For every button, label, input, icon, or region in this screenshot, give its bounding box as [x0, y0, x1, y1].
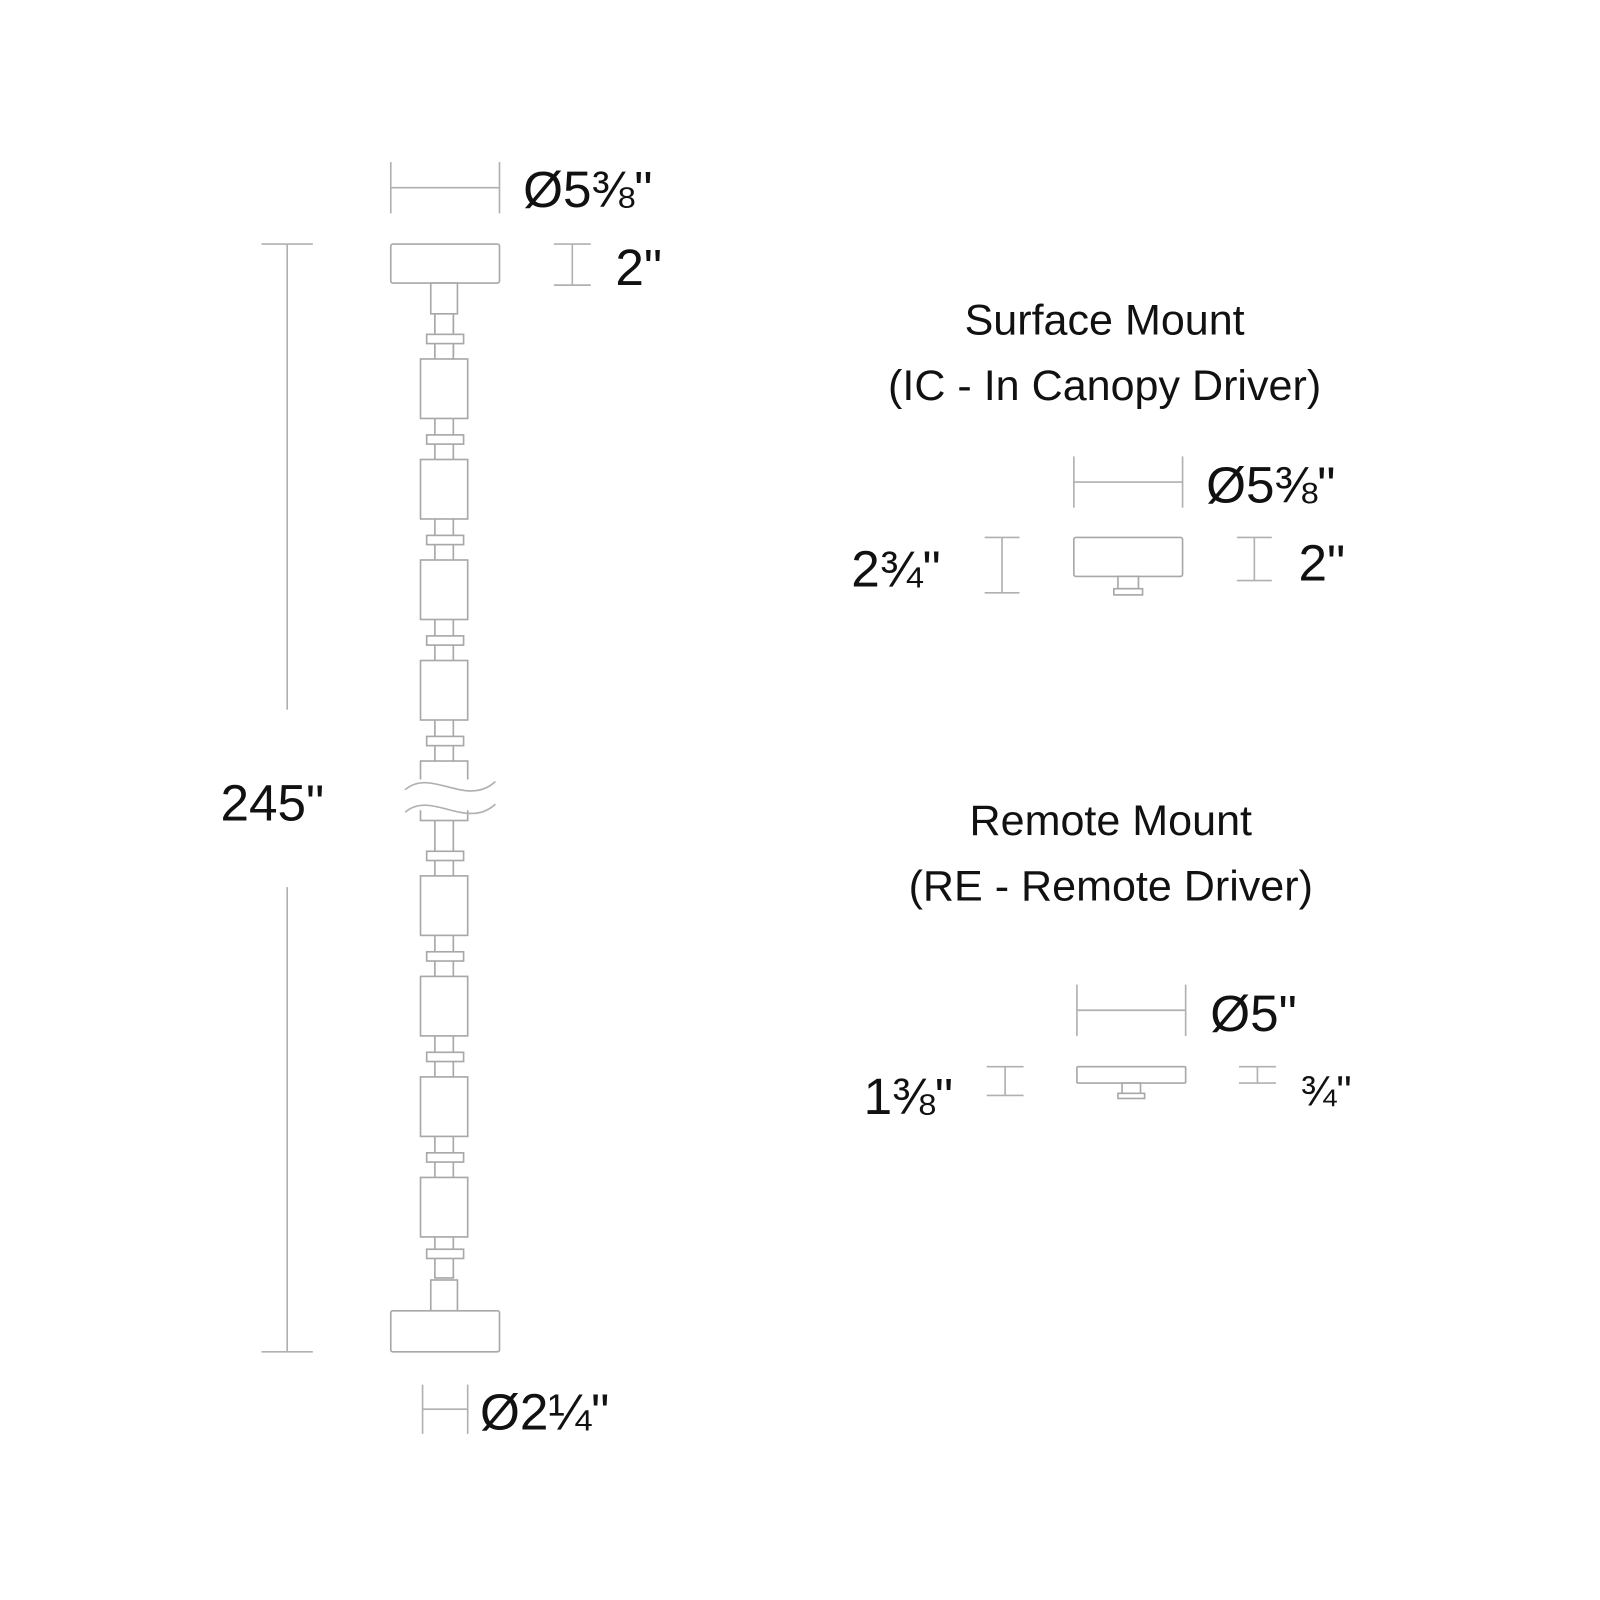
- stem-ring: [425, 434, 465, 445]
- stem-ring: [425, 850, 465, 862]
- remote-mount-section: Remote Mount (RE - Remote Driver) Ø5" 1⅜…: [864, 797, 1352, 1125]
- stem-ring: [425, 735, 465, 747]
- stem-segment: [419, 559, 469, 621]
- surface-mount-diameter: Ø5⅜": [1206, 457, 1335, 514]
- overall-length-label: 245": [221, 775, 325, 832]
- stem-segment: [419, 458, 469, 520]
- stem-ring: [425, 950, 465, 962]
- remote-mount-canopy-height: ¾": [1301, 1068, 1352, 1116]
- surface-mount-overall-height: 2¾": [851, 541, 940, 598]
- pendant-canopy-height: 2": [615, 239, 662, 296]
- stem-ring: [425, 1051, 465, 1063]
- stem-bottom-connector: [429, 1279, 459, 1312]
- remote-mount-diameter: Ø5": [1210, 985, 1297, 1042]
- stem-connector: [429, 282, 459, 315]
- pendant-fixture-drawing: Ø5⅜" 2" 245" Ø2¼": [221, 161, 663, 1441]
- surface-mount-subtitle: (IC - In Canopy Driver): [888, 362, 1321, 410]
- stem-segment: [419, 875, 469, 937]
- break-line: [404, 780, 496, 792]
- stem-ring: [425, 534, 465, 546]
- surface-mount-title: Surface Mount: [965, 296, 1245, 344]
- remote-mount-overall-height: 1⅜": [864, 1068, 953, 1125]
- remote-mount-subtitle: (RE - Remote Driver): [909, 863, 1313, 911]
- stem-segment: [419, 358, 469, 420]
- stem-ring: [425, 1248, 465, 1260]
- stem-ring: [425, 635, 465, 646]
- break-line: [404, 803, 496, 815]
- pendant-canopy-diameter: Ø5⅜": [523, 161, 652, 218]
- pendant-base-diameter: Ø2¼": [480, 1384, 609, 1441]
- surface-mount-canopy-height: 2": [1298, 535, 1345, 592]
- remote-mount-title: Remote Mount: [970, 797, 1252, 845]
- surface-mount-section: Surface Mount (IC - In Canopy Driver) Ø5…: [851, 296, 1345, 597]
- stem-segment: [419, 1076, 469, 1138]
- stem-segment: [419, 659, 469, 721]
- stem-ring: [425, 1151, 465, 1163]
- stem-ring: [425, 333, 465, 345]
- stem-segment: [419, 1176, 469, 1238]
- stem-segment: [419, 975, 469, 1037]
